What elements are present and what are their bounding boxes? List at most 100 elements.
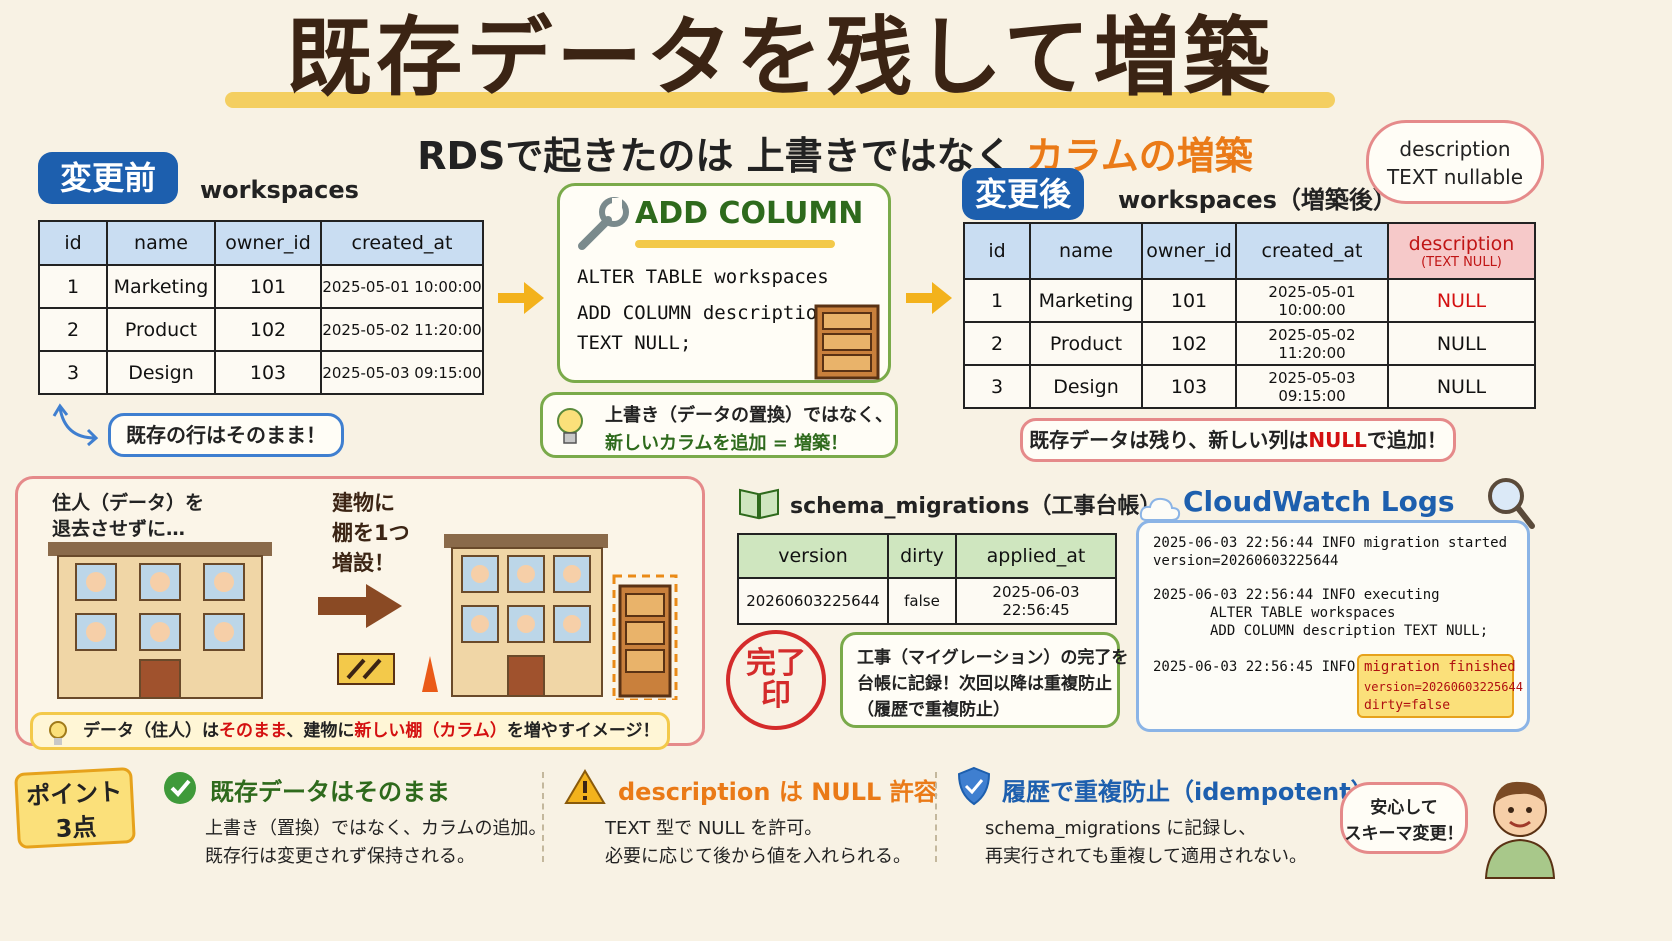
description-col-name: description [1408,232,1515,255]
subtitle: RDSで起きたのは 上書きではなく カラムの増築 [400,125,1270,178]
magnifier-icon [1488,478,1535,529]
caption-2-line-3: 増設！ [332,551,395,575]
big-arrow-icon [318,584,402,628]
table-row: 2 Product 102 2025-05-02 11:20:00 [38,307,484,352]
migration-note: 工事（マイグレーション）の完了を 台帳に記録！次回以降は重複防止 （履歴で重複防… [840,632,1128,728]
sm-col-applied: applied_at [955,533,1117,579]
point-2-head: description は NULL 許容 [618,778,938,806]
building-note: データ（住人）はそのまま、建物に新しい棚（カラム）を増やすイメージ！ [30,712,670,750]
after-note-null: NULL [1308,428,1367,452]
cloud-line-2: TEXT nullable [1386,165,1524,189]
cell: false [887,577,957,625]
before-header-row: id name owner_id created_at [38,220,484,266]
caption-2-line-1: 建物に [332,491,395,515]
sm-col-dirty: dirty [887,533,957,579]
table-row: 1 Marketing 101 2025-05-01 10:00:00 NULL [963,278,1536,323]
subtitle-main: RDSで起きたのは 上書きではなく [417,134,1026,178]
point-1-head: 既存データはそのまま [210,778,450,806]
cell: 2025-05-01 10:00:00 [1235,278,1389,323]
point-1-line-2: 既存行は変更されず保持される。 [205,846,475,867]
cell: 3 [38,350,108,395]
cloudwatch-title: CloudWatch Logs [1183,485,1455,518]
bubble-line-2: スキーマ変更！ [1344,824,1464,844]
cell: 1 [963,278,1031,323]
after-label: 変更後 [962,168,1084,220]
cell: Product [1029,321,1143,366]
cell: NULL [1387,321,1536,366]
table-row: 2 Product 102 2025-05-02 11:20:00 NULL [963,321,1536,366]
before-note: 既存の行はそのまま！ [108,413,344,457]
point-3-head: 履歴で重複防止（idempotent） [1002,778,1375,806]
before-col-created: created_at [320,220,484,266]
cell: Marketing [1029,278,1143,323]
log-line: version=20260603225644 [1153,553,1339,569]
caption-1-line-2: 退去させずに… [52,518,186,540]
cell: NULL [1387,364,1536,409]
points-badge-line-1: ポイント [25,777,123,811]
log-hl-line-1: migration finished [1364,659,1516,675]
cell: 2025-05-02 11:20:00 [1235,321,1389,366]
description-cloud: description TEXT nullable [1366,120,1544,204]
log-highlight: migration finished version=2026060322564… [1357,654,1523,718]
sm-col-version: version [737,533,889,579]
sql-line-2: ADD COLUMN description [577,302,829,324]
cell: NULL [1387,278,1536,323]
migration-note-line-2: 台帳に記録！次回以降は重複防止 [857,674,1112,694]
completion-stamp: 完了 印 [726,630,826,730]
separator [935,772,937,862]
bubble-line-1: 安心して [1370,798,1438,818]
arrow-right-icon [906,282,952,314]
cell: 2025-05-01 10:00:00 [320,264,484,309]
caption-1-line-1: 住人（データ）を [52,492,205,514]
warning-icon [564,769,606,804]
arrow-right-icon [498,282,544,314]
cloud-line-1: description [1399,137,1511,161]
note-part-5: を増やすイメージ！ [506,721,660,741]
after-col-owner: owner_id [1141,222,1237,280]
add-title-underline [635,240,835,248]
cell: 101 [1141,278,1237,323]
shield-icon [957,766,991,806]
point-2-line-1: TEXT 型で NULL を許可。 [605,818,823,839]
description-col-type: (TEXT NULL) [1421,254,1502,270]
before-table: id name owner_id created_at 1 Marketing … [38,220,484,395]
cell: 103 [214,350,322,395]
lightbulb-icon [49,721,67,745]
sm-header-row: version dirty applied_at [737,533,1117,579]
log-line: 2025-06-03 22:56:45 INFO [1153,659,1356,675]
before-col-owner: owner_id [214,220,322,266]
cell: 101 [214,264,322,309]
add-column-title: ADD COLUMN [635,196,864,231]
lightbulb-icon [557,408,583,444]
log-line: ALTER TABLE workspaces [1210,605,1396,621]
stamp-line-1: 完了 [746,646,806,681]
note-part-2: そのまま [219,721,287,741]
building-caption-2: 建物に 棚を1つ 増設！ [332,488,410,578]
before-col-name: name [106,220,216,266]
after-note-pre: 既存データは残り、新しい列は [1029,428,1309,452]
point-3-line-2: 再実行されても重複して適用されない。 [985,846,1308,867]
cell: 1 [38,264,108,309]
after-col-id: id [963,222,1031,280]
shelf-icon [814,304,880,380]
wrench-icon [578,197,629,250]
separator [542,772,544,862]
after-note-post: で追加！ [1366,428,1447,452]
log-hl-line-2: version=20260603225644 [1364,680,1523,694]
speech-bubble: 安心して スキーマ変更！ [1340,782,1468,854]
note-part-4: 新しい棚（カラム） [354,721,507,741]
sql-note: 上書き（データの置換）ではなく、 新しいカラムを追加 = 増築！ [540,392,898,458]
log-line: 2025-06-03 22:56:44 INFO migration start… [1153,535,1508,551]
cell: Marketing [106,264,216,309]
after-table-name: workspaces（増築後） [1118,186,1397,214]
after-col-created: created_at [1235,222,1389,280]
caption-2-line-2: 棚を1つ [332,521,410,545]
smiling-person-icon [1484,781,1556,879]
after-note: 既存データは残り、新しい列はNULLで追加！ [1020,418,1456,462]
point-2-line-2: 必要に応じて後から値を入れられる。 [605,846,911,867]
table-row: 1 Marketing 101 2025-05-01 10:00:00 [38,264,484,309]
cell: 20260603225644 [737,577,889,625]
point-1-line-1: 上書き（置換）ではなく、カラムの追加。 [205,818,547,839]
cell: Design [1029,364,1143,409]
cell: 2 [38,307,108,352]
